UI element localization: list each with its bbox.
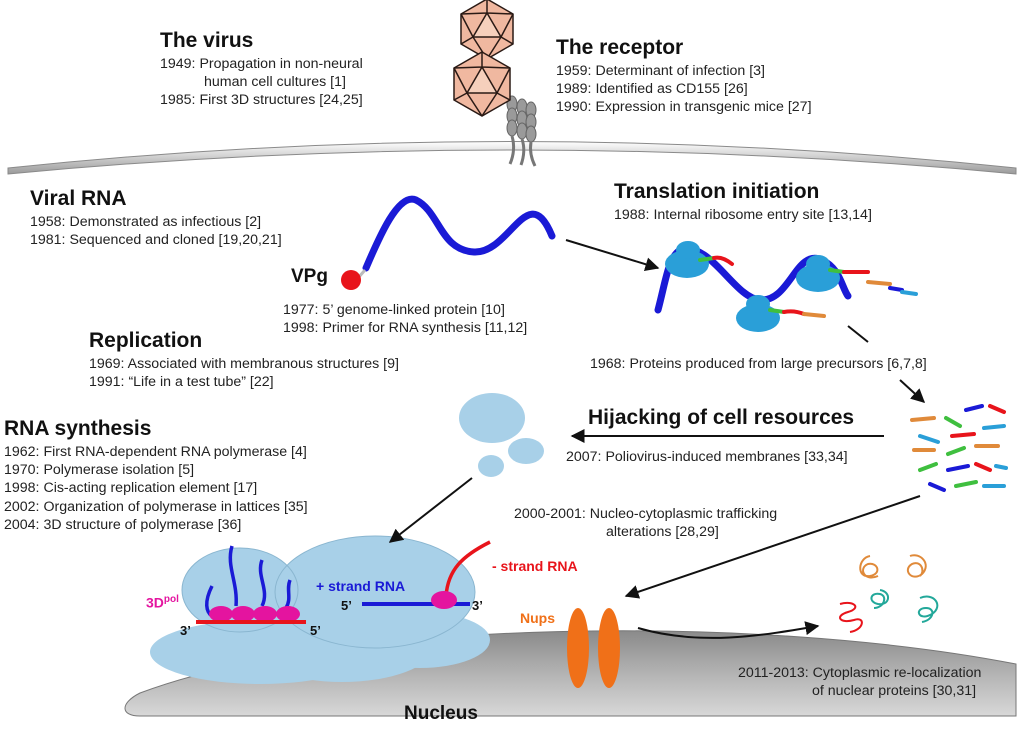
translation-event: 1988: Internal ribosome entry site [13,1… [614, 207, 872, 224]
rna-synthesis-title: RNA synthesis [4, 417, 152, 440]
receptor-section: The receptor 1959: Determinant of infect… [556, 36, 812, 117]
plus-minus-strand-complex [362, 540, 491, 609]
viral-rna-section: Viral RNA 1958: Demonstrated as infectio… [30, 187, 282, 249]
membrane-vesicles [459, 393, 544, 477]
receptor-event: 1959: Determinant of infection [3] [556, 63, 765, 80]
rna-synthesis-event: 1962: First RNA-dependent RNA polymerase… [4, 444, 307, 461]
plasma-membrane [7, 141, 1017, 175]
virus-title: The virus [160, 29, 254, 52]
rna-synthesis-event: 2002: Organization of polymerase in latt… [4, 498, 308, 515]
virus-event: 1985: First 3D structures [24,25] [160, 92, 363, 109]
viral-rna-genome [341, 195, 556, 290]
replication-section: Replication 1969: Associated with membra… [89, 329, 399, 391]
processed-proteins [910, 404, 1008, 492]
virus-section: The virus 1949: Propagation in non-neura… [160, 29, 363, 110]
rna-synthesis-event: 1998: Cis-acting replication element [17… [4, 480, 258, 497]
hijacking-event: 2007: Poliovirus-induced membranes [33,3… [566, 449, 848, 465]
trafficking-event: alterations [28,29] [606, 524, 719, 541]
relocalization-event: of nuclear proteins [30,31] [812, 683, 977, 700]
relocalization-event: 2011-2013: Cytoplasmic re-localization [738, 665, 982, 681]
three-prime-label: 3’ [472, 598, 483, 613]
polymerase-lattice [196, 545, 306, 624]
polymerase-label: 3Dpol [146, 594, 179, 611]
virus-particles [453, 0, 514, 117]
replication-event: 1969: Associated with membranous structu… [89, 356, 399, 373]
translation-title: Translation initiation [614, 180, 820, 203]
polymerase-label-base: 3D [146, 594, 164, 611]
polysome [654, 241, 918, 332]
replication-event: 1991: “Life in a test tube” [22] [89, 374, 274, 391]
three-prime-label: 3’ [180, 623, 191, 638]
relocalized-nuclear-proteins [839, 554, 939, 633]
five-prime-label: 5’ [341, 598, 352, 613]
receptor-event: 1989: Identified as CD155 [26] [556, 81, 748, 98]
receptor-cd155 [506, 95, 537, 167]
polymerase-label-sup: pol [163, 594, 179, 605]
receptor-event: 1990: Expression in transgenic mice [27] [556, 99, 812, 116]
replication-membranes [150, 536, 490, 684]
vpg-event: 1977: 5’ genome-linked protein [10] [283, 302, 505, 318]
pathway-arrows [388, 239, 926, 639]
trafficking-event: 2000-2001: Nucleo-cytoplasmic traffickin… [514, 506, 778, 522]
virus-event: human cell cultures [1] [204, 74, 346, 91]
receptor-title: The receptor [556, 36, 684, 59]
hijacking-section: Hijacking of cell resources [588, 406, 855, 432]
vpg-event: 1998: Primer for RNA synthesis [11,12] [283, 320, 528, 337]
viral-rna-event: 1981: Sequenced and cloned [19,20,21] [30, 232, 282, 249]
rna-synthesis-event: 2004: 3D structure of polymerase [36] [4, 516, 242, 533]
hijacking-title: Hijacking of cell resources [588, 406, 855, 429]
trafficking-section: 2000-2001: Nucleo-cytoplasmic traffickin… [514, 505, 777, 541]
plus-strand-label: + strand RNA [316, 578, 406, 594]
relocalization-section: 2011-2013: Cytoplasmic re-localization o… [738, 664, 981, 700]
nucleus-label: Nucleus [404, 703, 478, 724]
rna-synthesis-section: RNA synthesis 1962: First RNA-dependent … [4, 417, 308, 534]
minus-strand-label: - strand RNA [492, 558, 578, 574]
rna-synthesis-event: 1970: Polymerase isolation [5] [4, 462, 195, 479]
nups-label: Nups [520, 610, 555, 626]
vpg-label: VPg [291, 266, 328, 287]
vpg-section: 1977: 5’ genome-linked protein [10] 1998… [283, 301, 527, 337]
replication-title: Replication [89, 329, 203, 352]
precursors-section: 1968: Proteins produced from large precu… [590, 355, 927, 373]
nuclear-pores [567, 608, 620, 688]
vpg-protein [341, 270, 361, 290]
virus-event: 1949: Propagation in non-neural [160, 56, 363, 73]
five-prime-label: 5’ [310, 623, 321, 638]
viral-rna-event: 1958: Demonstrated as infectious [2] [30, 214, 262, 231]
translation-section: Translation initiation 1988: Internal ri… [614, 180, 872, 224]
precursors-event: 1968: Proteins produced from large precu… [590, 356, 927, 372]
hijacking-events: 2007: Poliovirus-induced membranes [33,3… [566, 448, 848, 466]
viral-rna-title: Viral RNA [30, 187, 127, 210]
